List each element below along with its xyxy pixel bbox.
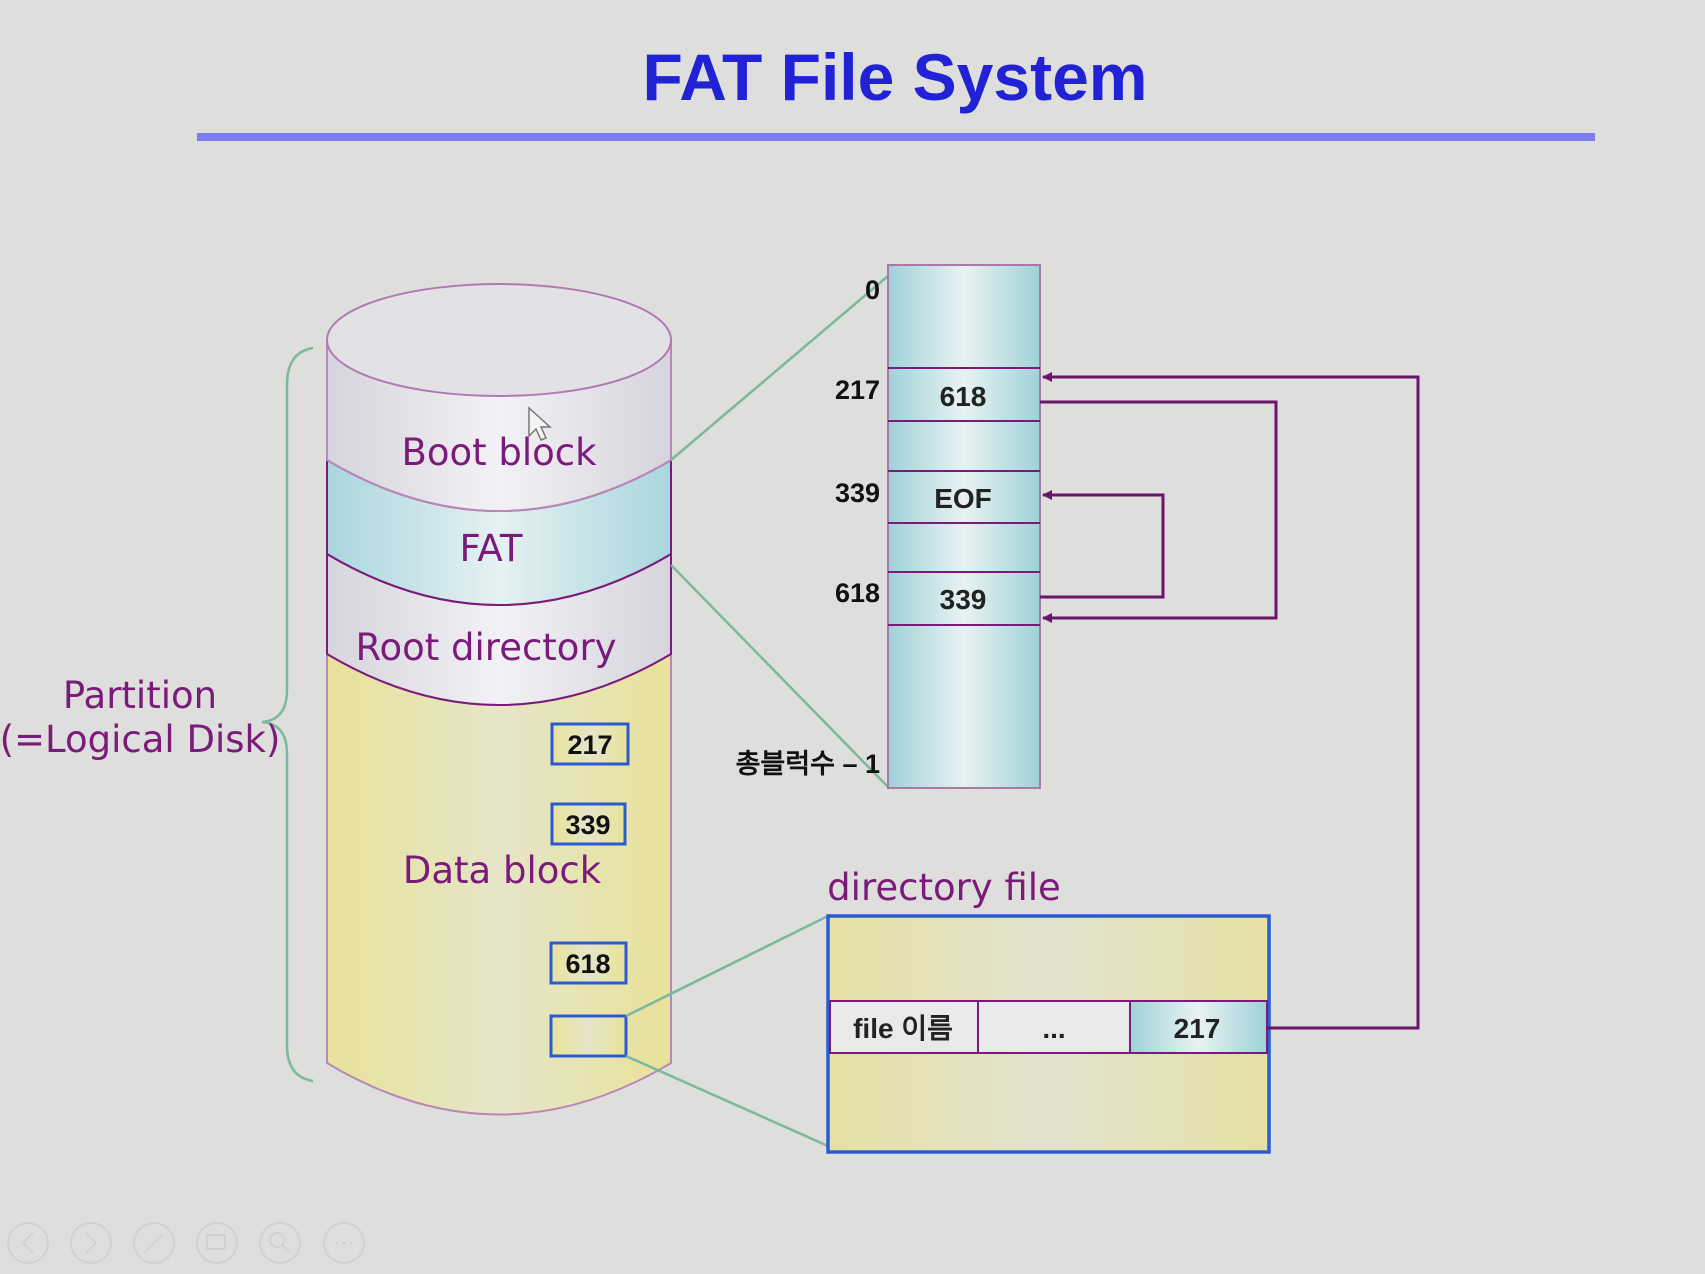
data-block-box-339-label: 339 <box>565 810 610 840</box>
fat-table: 618 EOF 339 0 217 339 618 총블럭수 – 1 <box>736 264 1041 789</box>
fat-index-618: 618 <box>835 578 880 608</box>
connector-lines <box>625 275 889 1148</box>
disk-cylinder: Boot block FAT Root directory Data block… <box>326 283 672 1116</box>
data-block-box-217-label: 217 <box>567 730 612 760</box>
arrow-217-to-618 <box>1040 400 1278 623</box>
fat-index-last: 총블럭수 – 1 <box>736 749 880 779</box>
fat-entry-eof: EOF <box>934 483 992 514</box>
directory-entry-block-cell <box>1130 1002 1266 1052</box>
zoom-icon[interactable] <box>259 1222 301 1264</box>
arrow-618-to-339 <box>1040 490 1165 599</box>
presentation-toolbar <box>7 1222 365 1264</box>
page-title: FAT File System <box>643 40 1148 114</box>
data-block-box-directory <box>549 1014 628 1058</box>
data-block-box-339 <box>550 802 627 846</box>
data-block-box-618 <box>549 941 628 985</box>
fat-index-217: 217 <box>835 375 880 405</box>
arrow-dir-to-217 <box>1042 372 1420 1030</box>
mouse-cursor-icon <box>528 406 552 441</box>
fat-table-body <box>887 264 1041 789</box>
boot-block-label: Boot block <box>401 431 597 474</box>
fat-index-0: 0 <box>865 275 880 305</box>
root-directory-label: Root directory <box>355 626 616 669</box>
directory-entry-first-block: 217 <box>1174 1013 1221 1044</box>
partition-label-1: Partition <box>63 674 217 717</box>
directory-entry-filename: file 이름 <box>853 1013 953 1044</box>
fat-entry-618: 618 <box>940 381 987 412</box>
data-block-label: Data block <box>403 849 602 892</box>
fat-index-339: 339 <box>835 478 880 508</box>
data-block-box-618-label: 618 <box>565 949 610 979</box>
pen-icon[interactable] <box>133 1222 175 1264</box>
chain-arrows <box>1040 372 1420 1030</box>
partition-brace <box>261 346 314 1083</box>
title-underline <box>197 133 1595 141</box>
partition-label-2: (=Logical Disk) <box>0 718 280 761</box>
next-icon[interactable] <box>70 1222 112 1264</box>
data-block-box-217 <box>550 722 630 766</box>
fat-entry-339: 339 <box>940 584 987 615</box>
directory-file-label: directory file <box>827 866 1061 909</box>
fat-label: FAT <box>460 527 523 570</box>
directory-entry-ellipsis: ... <box>1042 1013 1065 1044</box>
prev-icon[interactable] <box>7 1222 49 1264</box>
more-icon[interactable] <box>323 1222 365 1264</box>
directory-file: directory file file 이름 ... 217 <box>826 866 1271 1154</box>
slides-icon[interactable] <box>196 1222 238 1264</box>
disk-top <box>326 283 672 397</box>
